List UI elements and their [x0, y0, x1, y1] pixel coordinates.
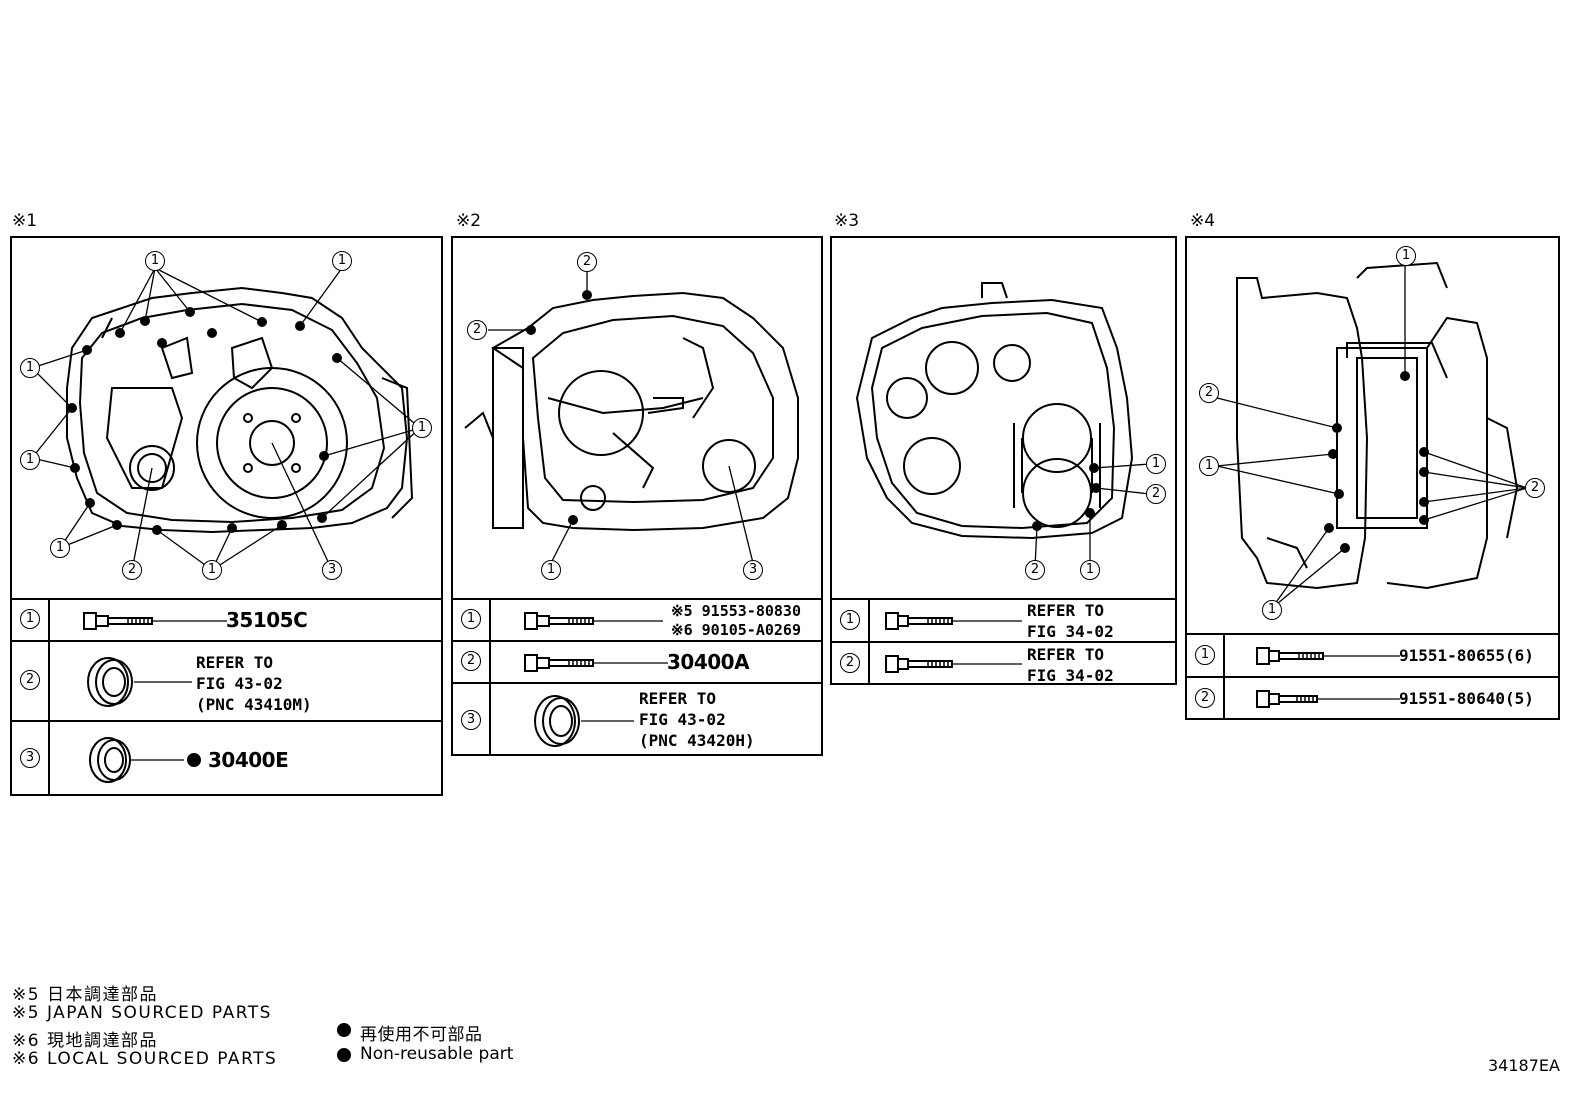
note-japan-sourced-en: ※5 JAPAN SOURCED PARTS	[12, 1003, 272, 1023]
legend-number: 1	[20, 609, 40, 629]
callout-2: 2	[1525, 478, 1545, 498]
note-japan-sourced-jp: ※5 日本調達部品	[12, 985, 158, 1005]
panel-2-label: ※2	[456, 211, 482, 231]
callout-2: 2	[577, 252, 597, 272]
oil-seal-icon	[89, 737, 201, 783]
callout-2: 2	[1199, 383, 1219, 403]
bolt-icon	[524, 612, 663, 630]
callout-1: 1	[412, 418, 432, 438]
callout-1: 1	[1396, 246, 1416, 266]
refer-note: REFER TO FIG 34-02	[1027, 601, 1114, 641]
non-reusable-dot-icon	[337, 1048, 351, 1062]
legend-number: 2	[461, 651, 481, 671]
callout-1: 1	[1080, 560, 1100, 580]
panel-3-label: ※3	[834, 211, 860, 231]
legend-row-3: 3 REFER TO FIG 43-02 (PNC 43420H)	[453, 682, 821, 756]
figure-code: 34187EA	[1488, 1056, 1560, 1075]
bolt-icon	[885, 612, 1022, 630]
refer-note: REFER TO FIG 43-02 (PNC 43420H)	[639, 689, 755, 750]
legend-row-3: 3 30400E	[12, 720, 441, 796]
part-number-japan: ※5 91553-80830	[671, 602, 801, 620]
legend-number: 3	[20, 748, 40, 768]
non-reusable-legend-jp: 再使用不可部品	[360, 1025, 483, 1045]
legend-row-2: 2 REFER TO FIG 34-02	[832, 641, 1175, 685]
part-number: 30400E	[208, 748, 289, 772]
legend-number: 3	[461, 710, 481, 730]
legend-row-2: 2 REFER TO FIG 43-02 (PNC 43410M)	[12, 640, 441, 720]
panel-4: 1 2 1 2 1 1 91551-80655(6) 2 91551-80640…	[1185, 236, 1560, 720]
callout-1: 1	[1146, 454, 1166, 474]
legend-row-1: 1 ※5 91553-80830 ※6 90105-A0269	[453, 598, 821, 640]
legend-number: 2	[840, 653, 860, 673]
callout-1: 1	[541, 560, 561, 580]
note-local-sourced-en: ※6 LOCAL SOURCED PARTS	[12, 1049, 278, 1069]
oil-seal-icon	[534, 695, 634, 747]
note-local-sourced-jp: ※6 現地調達部品	[12, 1031, 158, 1051]
bolt-icon	[885, 655, 1022, 673]
transmission-case-illustration	[464, 271, 799, 564]
callout-1: 1	[1262, 600, 1282, 620]
callout-1: 1	[1199, 456, 1219, 476]
part-number: 35105C	[226, 608, 308, 632]
refer-note: REFER TO FIG 34-02	[1027, 645, 1114, 685]
non-reusable-dot-icon	[187, 753, 201, 767]
non-reusable-dot-icon	[337, 1023, 351, 1037]
panel-4-label: ※4	[1190, 211, 1216, 231]
legend-row-2: 2 91551-80640(5)	[1187, 676, 1558, 720]
non-reusable-legend-en: Non-reusable part	[360, 1044, 514, 1064]
transmission-oil-pan-side-illustration	[1216, 261, 1528, 609]
callout-2: 2	[467, 320, 487, 340]
bolt-icon	[83, 612, 227, 630]
callout-2: 2	[1025, 560, 1045, 580]
legend-number: 2	[1195, 688, 1215, 708]
callout-1: 1	[332, 251, 352, 271]
transmission-housing-front-illustration	[31, 267, 421, 571]
legend-number: 1	[461, 609, 481, 629]
bolt-icon	[524, 654, 668, 672]
legend-row-1: 1 REFER TO FIG 34-02	[832, 598, 1175, 641]
legend-row-2: 2 30400A	[453, 640, 821, 682]
part-number-local: ※6 90105-A0269	[671, 621, 801, 639]
callout-1: 1	[145, 251, 165, 271]
callout-2: 2	[1146, 484, 1166, 504]
legend-number: 1	[1195, 645, 1215, 665]
callout-1: 1	[202, 560, 222, 580]
transmission-rear-cover-illustration	[855, 282, 1151, 569]
callout-1: 1	[50, 538, 70, 558]
panel-3: 1 2 2 1 1 REFER TO FIG 34-02 2 REFER TO …	[830, 236, 1177, 685]
legend-number: 1	[840, 610, 860, 630]
callout-2: 2	[122, 560, 142, 580]
bolt-icon	[1256, 647, 1400, 665]
callout-1: 1	[20, 450, 40, 470]
part-number: 30400A	[667, 650, 750, 674]
legend-number: 2	[20, 670, 40, 690]
callout-3: 3	[322, 560, 342, 580]
panel-2: 2 2 1 3 1 ※5 91553-80830 ※6 90105-A0269 …	[451, 236, 823, 756]
legend-row-1: 1 35105C	[12, 598, 441, 640]
callout-1: 1	[20, 358, 40, 378]
oil-seal-icon	[87, 657, 192, 707]
part-number: 91551-80655(6)	[1399, 646, 1534, 665]
callout-3: 3	[743, 560, 763, 580]
part-number: 91551-80640(5)	[1399, 689, 1534, 708]
refer-note: REFER TO FIG 43-02 (PNC 43410M)	[196, 653, 312, 714]
panel-1-label: ※1	[12, 211, 38, 231]
legend-row-1: 1 91551-80655(6)	[1187, 633, 1558, 676]
bolt-icon	[1256, 690, 1400, 708]
panel-1: 1 1 1 1 1 1 1 2 3 1 35105C 2 REFER TO FI…	[10, 236, 443, 796]
